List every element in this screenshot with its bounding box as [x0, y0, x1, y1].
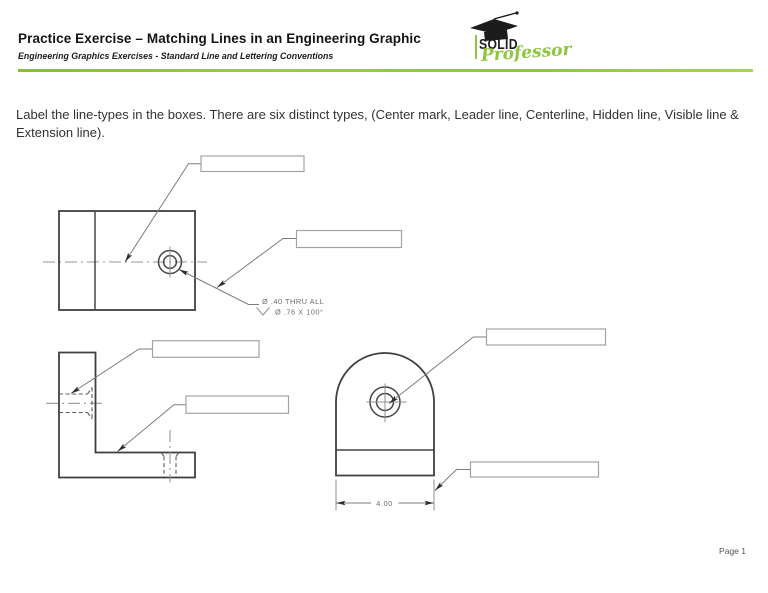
- drawing-front-view: 4.00: [335, 328, 607, 511]
- hole-callout-line1: Ø .40 THRU ALL: [262, 297, 324, 306]
- visible-line-outline: [58, 351, 196, 479]
- answer-box-4[interactable]: [185, 395, 290, 414]
- answer-box-3[interactable]: [151, 340, 260, 358]
- header-divider: [18, 69, 753, 72]
- graduation-cap-icon: [470, 11, 519, 59]
- pointer-to-centerline: [124, 163, 201, 263]
- answer-box-5[interactable]: [485, 328, 607, 346]
- answer-box-6[interactable]: [469, 461, 600, 478]
- page-subtitle: Engineering Graphics Exercises - Standar…: [18, 51, 334, 61]
- pointer-to-visible-line: [117, 404, 186, 452]
- visible-line-outline: [335, 352, 435, 477]
- drawing-side-view: [46, 340, 290, 483]
- pointer-to-extension-line: [434, 469, 471, 491]
- countersink-icon: [256, 307, 270, 316]
- instructions-text: Label the line-types in the boxes. There…: [16, 107, 739, 141]
- dimension-value: 4.00: [376, 499, 392, 508]
- cap-tassel: [493, 12, 517, 20]
- solidprofessor-logo: SOLID Professor: [464, 5, 572, 69]
- page-number: Page 1: [719, 546, 746, 556]
- visible-line-outline: [58, 210, 196, 311]
- hole-callout-line2: Ø .76 X 100°: [275, 308, 323, 317]
- logo-green-bar: [475, 35, 477, 59]
- pointer-to-leader-line: [216, 238, 297, 288]
- drawing-top-view: Ø .40 THRU ALL Ø .76 X 100°: [43, 155, 403, 317]
- cap-base: [484, 30, 508, 41]
- pointer-to-center-mark: [388, 336, 487, 404]
- page-title: Practice Exercise – Matching Lines in an…: [18, 31, 421, 46]
- answer-box-2[interactable]: [295, 229, 403, 249]
- leader-line-callout: [178, 269, 259, 305]
- cap-board: [470, 19, 518, 34]
- logo-wordmark-solid: SOLID: [479, 37, 518, 53]
- answer-box-1[interactable]: [200, 155, 305, 173]
- pointer-to-hidden-line: [70, 348, 153, 394]
